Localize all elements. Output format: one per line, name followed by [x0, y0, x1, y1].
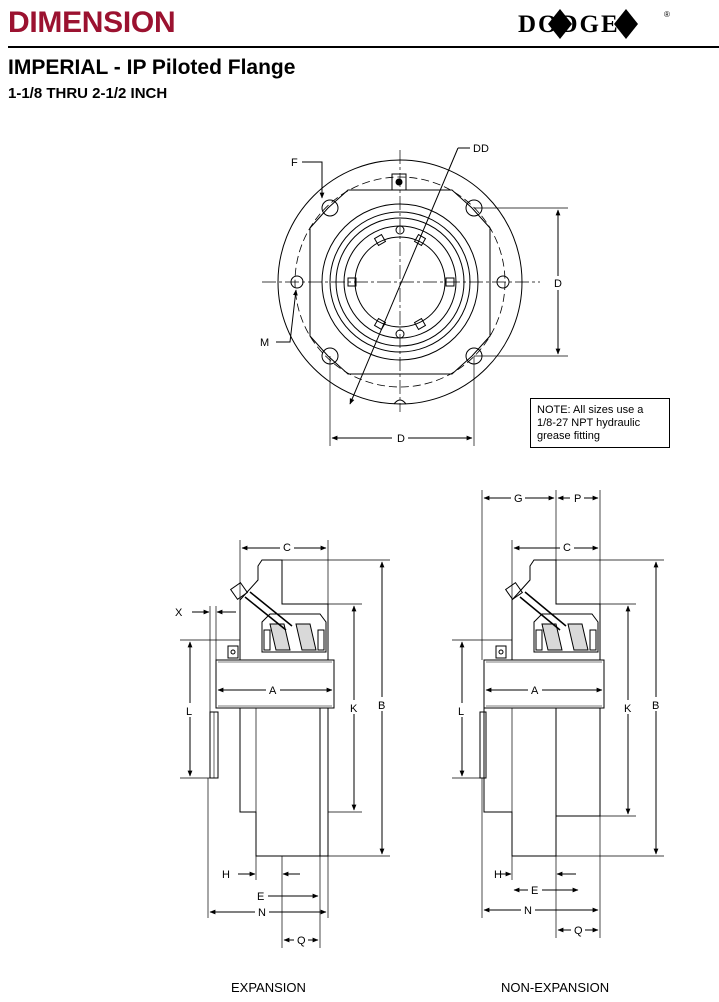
label-h-ne: H [494, 869, 502, 881]
label-dd: DD [473, 143, 489, 155]
expansion-view [180, 540, 390, 948]
collar-band-ne [483, 659, 605, 709]
logo-diamond-right [614, 9, 638, 39]
label-q-ne: Q [574, 925, 583, 937]
collar-slot-1 [373, 233, 387, 247]
logo-diamond-left [548, 9, 572, 39]
label-m: M [260, 337, 269, 349]
label-a-ne: A [531, 685, 539, 697]
f-leader [302, 161, 325, 199]
label-c-ne: C [563, 542, 571, 554]
label-h-expansion: H [222, 869, 230, 881]
dd-leader [349, 147, 459, 405]
label-e-ne: E [531, 885, 538, 897]
caption-non-expansion: NON-EXPANSION [501, 980, 610, 995]
grease-line-1 [244, 596, 287, 631]
seal-left [263, 629, 271, 651]
roller-left [269, 623, 291, 651]
seal-right [317, 629, 325, 651]
lock-collar-ne [479, 711, 487, 779]
size-range: 1-1/8 THRU 2-1/2 INCH [8, 85, 168, 102]
note-box: NOTE: All sizes use a 1/8-27 NPT hydraul… [530, 398, 670, 448]
grease-fitting-ne [504, 581, 524, 601]
grease-line-2 [249, 591, 293, 627]
roller-right [295, 623, 317, 651]
grease-fitting-top [391, 173, 407, 191]
label-a-expansion: A [269, 685, 277, 697]
bolt-hole-tl [321, 199, 339, 217]
label-f: F [291, 157, 298, 169]
non-expansion-view [452, 490, 664, 938]
label-n-expansion: N [258, 907, 266, 919]
header-rule [8, 46, 719, 48]
label-d-right: D [554, 278, 562, 290]
m-leader [276, 289, 298, 343]
label-e-expansion: E [257, 891, 264, 903]
label-p: P [574, 493, 581, 505]
caption-expansion: EXPANSION [231, 980, 306, 995]
label-b-expansion: B [378, 700, 385, 712]
label-k-ne: K [624, 703, 632, 715]
dodge-logo: DODGE ® [514, 5, 674, 48]
front-view [262, 147, 568, 446]
label-c-expansion: C [283, 542, 291, 554]
housing-body [309, 189, 491, 375]
label-b-ne: B [652, 700, 659, 712]
collar-slot-4 [413, 317, 427, 331]
bearing-insert [261, 613, 327, 653]
set-screw-side-ne [495, 645, 507, 659]
logo-wordmark: DODGE [518, 11, 620, 38]
label-k-expansion: K [350, 703, 358, 715]
collar-slot-3 [373, 317, 387, 331]
grease-fitting-dot [395, 178, 403, 186]
label-g: G [514, 493, 523, 505]
set-screw-side [227, 645, 239, 659]
collar-band [215, 659, 335, 709]
label-x: X [175, 607, 183, 619]
registered-mark: ® [664, 10, 670, 19]
label-q-expansion: Q [297, 935, 306, 947]
bearing-insert-ne [533, 613, 599, 653]
label-n-ne: N [524, 905, 532, 917]
page-title: DIMENSION [8, 6, 176, 39]
label-l-ne: L [458, 706, 464, 718]
grease-fitting [229, 581, 249, 601]
label-d-bottom: D [397, 433, 405, 445]
label-l-expansion: L [186, 706, 192, 718]
product-title: IMPERIAL - IP Piloted Flange [8, 56, 296, 79]
